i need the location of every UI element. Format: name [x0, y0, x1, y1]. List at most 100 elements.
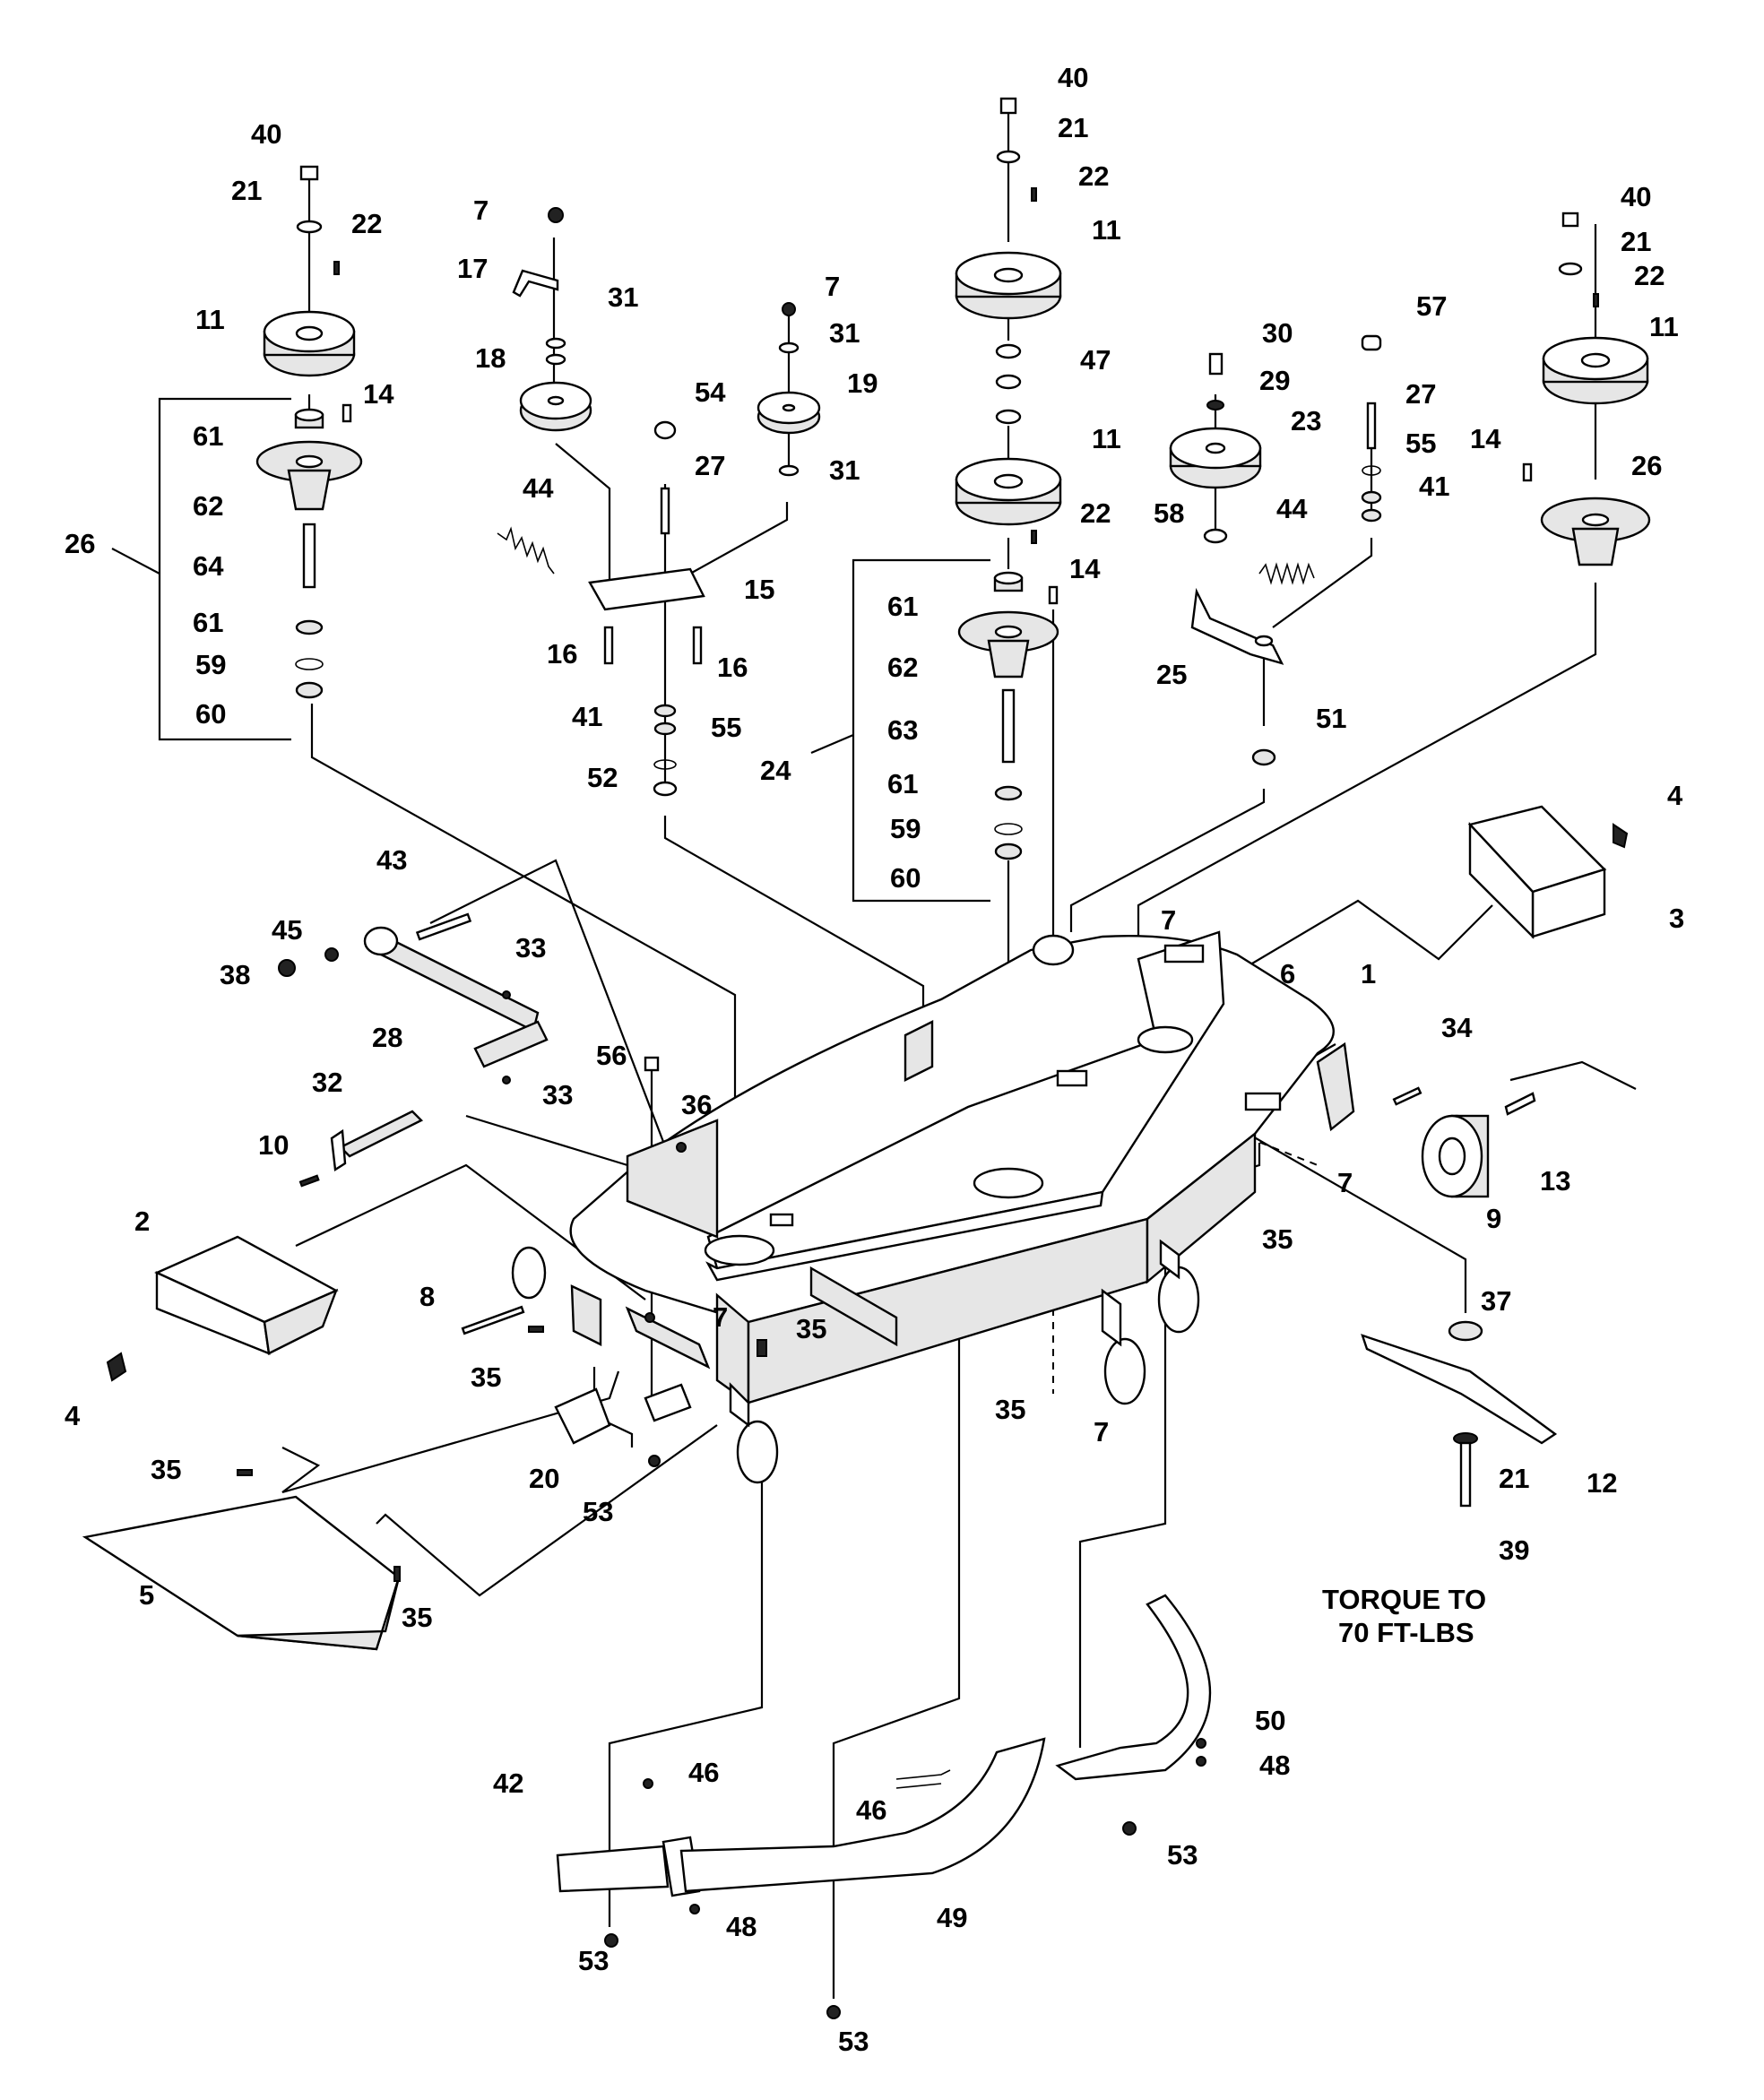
- callout-14: 14: [363, 378, 394, 410]
- callout-7: 7: [1337, 1167, 1353, 1198]
- callout-41: 41: [1419, 471, 1449, 502]
- callout-26: 26: [65, 528, 95, 559]
- callout-3: 3: [1669, 903, 1684, 934]
- callout-32: 32: [312, 1067, 342, 1098]
- spindle-assembly-26-right: [1540, 497, 1651, 566]
- callout-7: 7: [713, 1301, 728, 1333]
- clip-55-left: [653, 759, 677, 770]
- callout-36: 36: [681, 1089, 712, 1120]
- spindle-hole-center: [973, 1167, 1044, 1199]
- bolt-8: [461, 1305, 525, 1335]
- callout-31: 31: [829, 317, 860, 349]
- callout-22: 22: [351, 208, 382, 239]
- callout-27: 27: [695, 450, 725, 481]
- callout-60: 60: [890, 862, 921, 894]
- bracket-20: [554, 1387, 611, 1445]
- nut-52: [653, 781, 678, 797]
- callout-7: 7: [473, 194, 489, 226]
- callout-35: 35: [471, 1361, 501, 1393]
- callout-22: 22: [1078, 160, 1109, 192]
- callout-24: 24: [760, 755, 791, 786]
- key-22-right: [1593, 293, 1599, 307]
- nut-7: [548, 207, 564, 223]
- callout-21: 21: [231, 175, 262, 206]
- callout-labels: 40 21 22 11 14 61 62 26 64 61 59 60 7 17…: [65, 62, 1684, 2057]
- idler-pulley-19: [757, 391, 821, 435]
- nut-7-e: [644, 1312, 655, 1323]
- nut-48-a1: [1196, 1738, 1206, 1749]
- nut-38: [278, 959, 296, 977]
- knob-4-left: [106, 1352, 127, 1382]
- callout-13: 13: [1540, 1165, 1570, 1197]
- spacer-47-a: [995, 343, 1022, 359]
- callout-5: 5: [139, 1579, 154, 1611]
- spindle-shaft-64: [302, 523, 316, 589]
- callout-1: 1: [1361, 958, 1376, 990]
- rod-32: [298, 1110, 424, 1188]
- bearing-61-center-top: [993, 571, 1024, 592]
- callout-23: 23: [1291, 405, 1321, 436]
- bolt-14-left: [342, 403, 352, 423]
- callout-58: 58: [1154, 497, 1184, 529]
- key-22-left: [333, 261, 340, 275]
- callout-54: 54: [695, 376, 726, 408]
- nut-46-a: [643, 1778, 653, 1789]
- callout-18: 18: [475, 342, 506, 374]
- bolt-39: [1459, 1441, 1472, 1508]
- callout-21: 21: [1058, 112, 1088, 143]
- torque-note: TORQUE TO 70 FT-LBS: [1322, 1584, 1486, 1648]
- washer-21-center: [996, 150, 1021, 164]
- bearing-61-left-top: [294, 408, 324, 429]
- callout-44: 44: [523, 472, 554, 504]
- callout-59: 59: [890, 813, 921, 844]
- spacer-41-d: [1361, 508, 1382, 523]
- callout-9: 9: [1486, 1203, 1501, 1234]
- idler-18-assembly: [497, 207, 705, 797]
- callout-34: 34: [1441, 1012, 1473, 1043]
- knob-4-right: [1613, 823, 1629, 849]
- center-spindle-assembly: [955, 97, 1062, 860]
- callout-17: 17: [457, 253, 488, 284]
- spring-44-left: [497, 526, 555, 575]
- bolt-40-center: [999, 97, 1017, 115]
- callout-40: 40: [251, 118, 281, 150]
- blade-assembly-12: [1361, 1320, 1558, 1508]
- baffle-42: [556, 1845, 670, 1893]
- callout-41: 41: [572, 701, 602, 732]
- callout-29: 29: [1259, 365, 1290, 396]
- cap-54: [653, 420, 677, 440]
- deck-strip: [809, 1266, 898, 1347]
- nut-53-a: [648, 1455, 661, 1467]
- bolt-16-a: [603, 626, 614, 665]
- nut-36: [676, 1142, 687, 1153]
- bolt-30: [1208, 352, 1224, 376]
- callout-22: 22: [1634, 260, 1665, 291]
- mower-deck-1: [569, 930, 1335, 1405]
- bolt-10: [298, 1174, 320, 1188]
- callout-8: 8: [419, 1281, 435, 1312]
- callout-55: 55: [711, 712, 741, 743]
- gauge-wheel-9: [1316, 1041, 1536, 1198]
- callout-35: 35: [995, 1394, 1025, 1425]
- callout-6: 6: [1280, 958, 1295, 990]
- pulley-11-right: [1542, 336, 1649, 405]
- spacer-47-b: [995, 374, 1022, 390]
- callout-47: 47: [1080, 344, 1111, 376]
- spindle-housing-62-center: [957, 610, 1059, 678]
- spindle-housing-62-left: [255, 440, 363, 511]
- idler-arm-15: [588, 567, 705, 611]
- nut-48-a2: [1196, 1756, 1206, 1767]
- bolt-40-left: [299, 165, 319, 181]
- torque-note-line-1: TORQUE TO: [1322, 1584, 1486, 1615]
- ring-59-left: [295, 658, 324, 670]
- callout-31: 31: [829, 454, 860, 486]
- spacer-37: [1448, 1320, 1483, 1342]
- bolt-35-c: [757, 1339, 767, 1357]
- callout-42: 42: [493, 1767, 523, 1799]
- callout-16: 16: [547, 638, 577, 670]
- wheel-left-rear: [511, 1246, 547, 1300]
- callout-49: 49: [937, 1902, 967, 1933]
- callout-10: 10: [258, 1129, 289, 1161]
- callout-56: 56: [596, 1040, 627, 1071]
- wheel-front-left: [736, 1420, 779, 1484]
